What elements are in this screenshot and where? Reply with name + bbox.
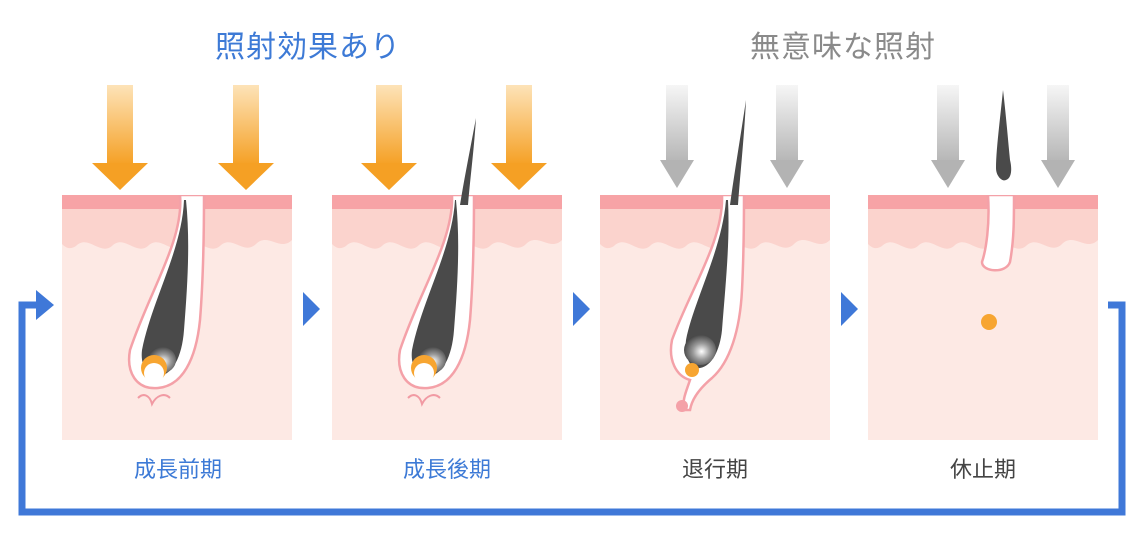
down-arrow-icon	[1041, 85, 1075, 188]
phase-label-catagen: 退行期	[681, 458, 748, 483]
cycle-arrow-icon	[18, 290, 1126, 516]
hair-strand	[460, 118, 476, 205]
hair-strand	[730, 100, 746, 205]
down-arrow-icon	[218, 85, 274, 190]
down-arrow-icon	[491, 85, 547, 190]
skin-panel-catagen	[600, 195, 830, 440]
down-arrow-icon	[770, 85, 804, 188]
skin-panel-late-anagen	[332, 195, 562, 440]
skin-panel-telogen	[868, 195, 1098, 440]
play-triangle-icon	[303, 292, 320, 326]
phase-label-late-anagen: 成長後期	[402, 458, 491, 483]
play-triangle-icon	[841, 292, 858, 326]
phase-label-early-anagen: 成長前期	[133, 458, 222, 483]
down-arrow-icon	[660, 85, 694, 188]
play-triangle-icon	[573, 292, 590, 326]
phase-label-telogen: 休止期	[949, 458, 1016, 483]
down-arrow-icon	[931, 85, 965, 188]
down-arrow-icon	[361, 85, 417, 190]
shed-hair	[996, 90, 1012, 181]
meaningless-irradiation-heading: 無意味な照射	[750, 30, 936, 65]
skin-panel-early-anagen	[62, 195, 292, 440]
effective-irradiation-heading: 照射効果あり	[215, 30, 401, 65]
down-arrow-icon	[92, 85, 148, 190]
